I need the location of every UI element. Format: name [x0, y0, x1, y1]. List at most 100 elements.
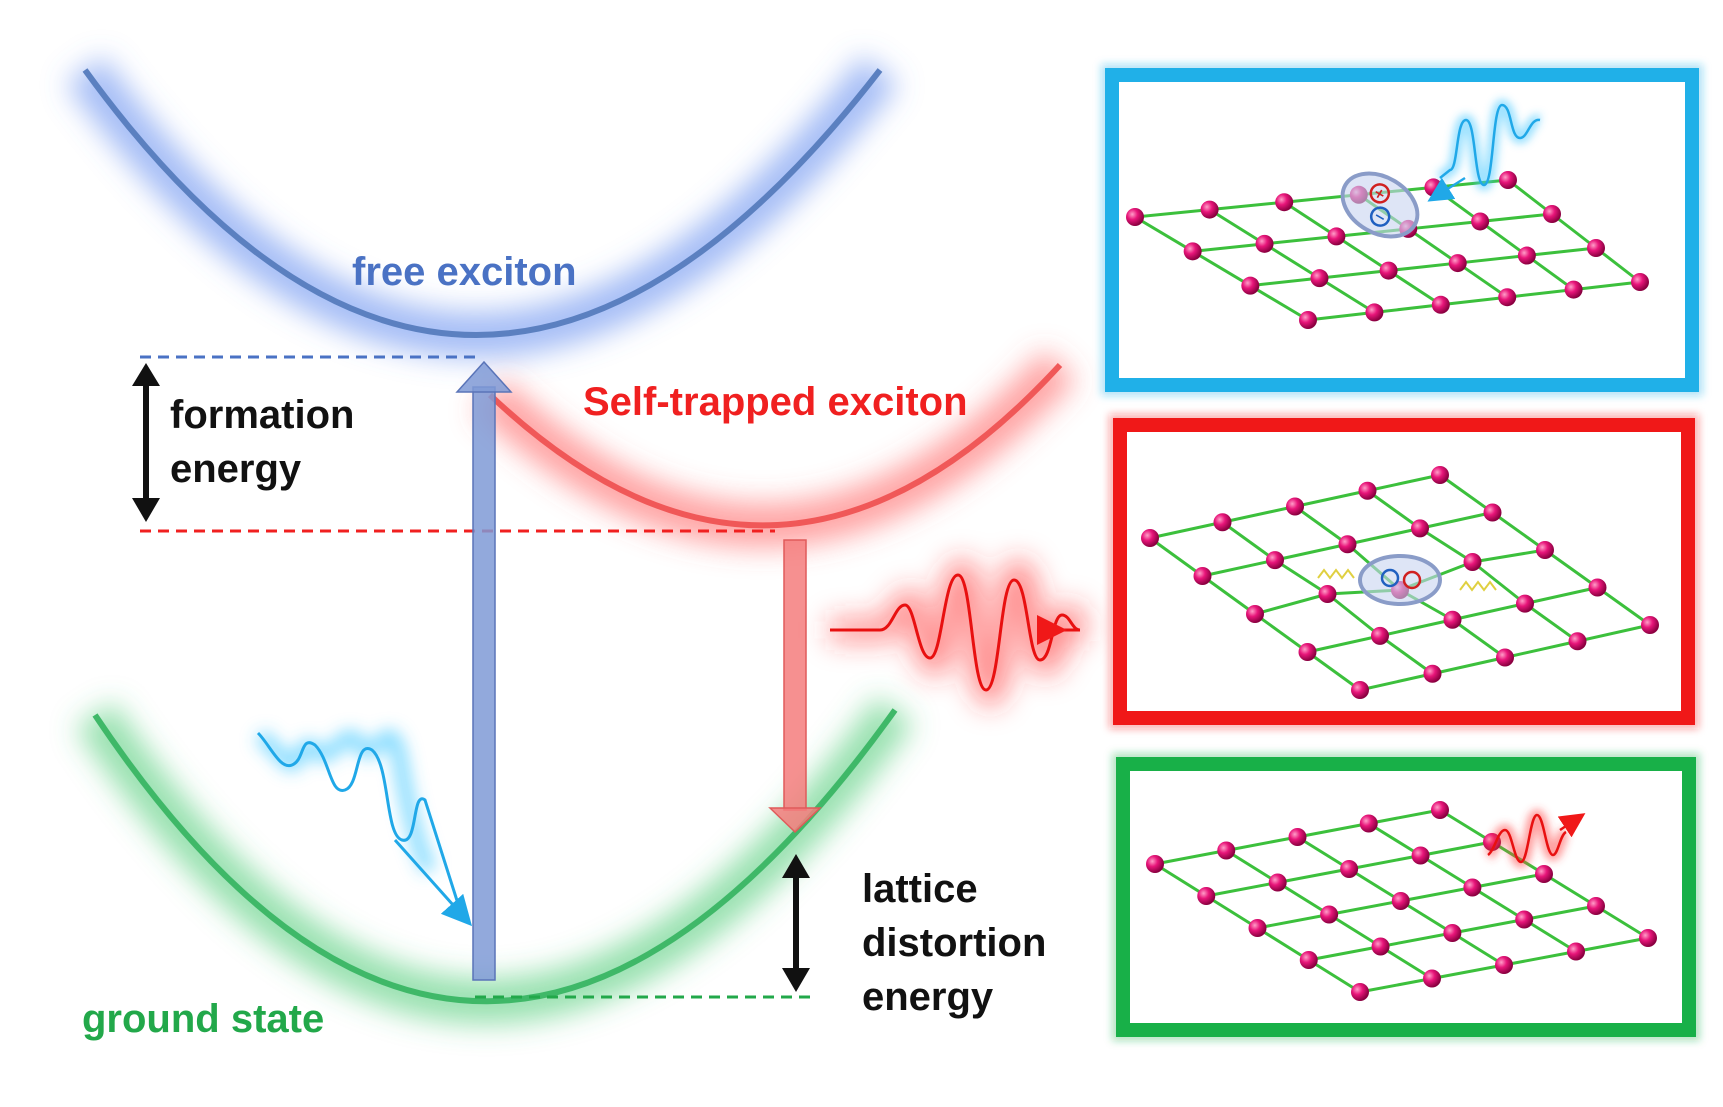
lattice-bond	[1154, 849, 1227, 866]
lattice-atom	[1543, 205, 1561, 223]
lattice-bond	[1264, 234, 1337, 246]
lattice-bond	[1359, 672, 1433, 692]
lattice-bond	[1328, 899, 1402, 916]
lattice-bond	[1283, 200, 1338, 238]
lattice-bond	[1380, 931, 1453, 948]
lattice-atom	[1318, 585, 1337, 603]
lattice-atom	[1241, 276, 1260, 295]
lattice-bond	[1479, 220, 1528, 257]
emission-arrow	[768, 539, 822, 834]
lattice-bond	[1328, 913, 1382, 948]
ground-state-emitted-photon-wave-arrow-icon	[1483, 808, 1586, 869]
lattice-bond	[1318, 276, 1376, 314]
lattice-bond	[1296, 835, 1350, 871]
lattice-atom	[1327, 227, 1346, 246]
lattice-atom	[1266, 551, 1284, 570]
lattice-atom	[1567, 942, 1585, 961]
lattice-bond	[1524, 602, 1579, 643]
lattice-atom	[1568, 632, 1587, 651]
lattice-bond	[1439, 808, 1493, 844]
self-trapped-exciton-label: Self-trapped exciton	[583, 380, 968, 424]
lattice-atom	[1498, 288, 1517, 307]
lattice-bond	[1225, 849, 1279, 884]
lattice-atom	[1338, 535, 1357, 554]
lattice-atom	[1197, 887, 1216, 905]
lattice-distortion-double-arrow-icon	[782, 854, 810, 992]
lattice-atom	[1536, 541, 1554, 559]
lattice-bond	[1387, 269, 1442, 307]
lattice-atom	[1463, 553, 1482, 571]
lattice-atom	[1358, 481, 1377, 500]
lattice-bond	[1308, 945, 1381, 962]
lattice-bond	[1205, 894, 1259, 930]
lattice-bond	[1440, 295, 1508, 307]
lattice-bond	[1276, 881, 1330, 916]
lattice-atom	[1535, 865, 1553, 883]
lattice-bond	[1379, 618, 1453, 638]
lattice-atom	[1359, 814, 1378, 833]
lattice-atom	[1193, 567, 1212, 585]
lattice-atom	[1371, 626, 1389, 645]
lattice-atom	[1183, 242, 1202, 261]
lattice-bond	[1431, 963, 1505, 980]
absorbed-photon-wave-arrow-icon	[254, 729, 472, 927]
lattice-bond	[1306, 650, 1361, 692]
lattice-atom	[1431, 466, 1449, 484]
lattice-bond	[1452, 602, 1526, 622]
lattice-bond	[1149, 536, 1204, 578]
lattice-bond	[1274, 558, 1329, 596]
lattice-bond	[1221, 521, 1276, 562]
lattice-bond	[1379, 634, 1434, 675]
lattice-bond	[1249, 284, 1309, 322]
lattice-atom	[1641, 616, 1659, 634]
lattice-atom	[1471, 212, 1490, 231]
lattice-bond	[1205, 881, 1278, 898]
lattice-atom	[1411, 519, 1429, 538]
self-trapped-exciton-curve	[474, 350, 1077, 548]
lattice-bond	[1439, 473, 1494, 514]
lattice-atom	[1288, 828, 1307, 846]
lattice-bond	[1577, 623, 1651, 643]
emitted-photon-wave-arrow-icon	[830, 558, 1090, 707]
lattice-atom	[1564, 280, 1583, 299]
lattice-bond	[1399, 899, 1454, 935]
ground-state-label: ground state	[82, 997, 324, 1041]
free-exciton-label: free exciton	[352, 250, 577, 294]
ground-state-panel	[1112, 753, 1700, 1041]
lattice-bond	[1277, 867, 1350, 884]
lattice-atom	[1255, 234, 1274, 253]
lattice-bond	[1419, 854, 1474, 889]
self-trapped-exciton-panel	[1109, 414, 1699, 729]
lattice-bond	[1374, 303, 1441, 314]
lattice-atom	[1299, 311, 1317, 329]
lattice-atom	[1516, 594, 1534, 613]
lattice-bond	[1408, 219, 1481, 231]
lattice-atom	[1146, 855, 1164, 873]
lattice-bond	[1250, 276, 1320, 288]
lattice-atom	[1431, 801, 1449, 819]
lattice-bond	[1348, 867, 1402, 903]
lattice-atom	[1448, 254, 1467, 273]
lattice-bond	[1257, 913, 1330, 930]
lattice-atom	[1217, 841, 1236, 860]
lattice-bond	[1507, 178, 1553, 216]
lattice-atom	[1248, 919, 1267, 937]
lattice-bond	[1134, 208, 1210, 219]
lattice-bond	[1479, 212, 1553, 223]
lattice-bond	[1209, 200, 1285, 212]
lattice-bond	[1575, 936, 1649, 953]
lattice-atom	[1200, 200, 1219, 219]
ground-state-curve	[75, 696, 914, 1025]
lattice-atom	[1351, 681, 1369, 699]
lattice-bond	[1294, 489, 1368, 508]
lattice-bond	[1451, 931, 1505, 967]
lattice-bond	[1256, 926, 1310, 962]
lattice-atom	[1126, 208, 1144, 226]
lattice-atom	[1499, 171, 1517, 189]
lattice-bond	[1551, 212, 1597, 250]
lattice-bond	[1202, 558, 1276, 578]
lattice-atom	[1443, 924, 1462, 942]
lattice-bond	[1472, 548, 1546, 564]
lattice-bond	[1472, 872, 1545, 889]
lattice-bond	[1326, 592, 1381, 638]
